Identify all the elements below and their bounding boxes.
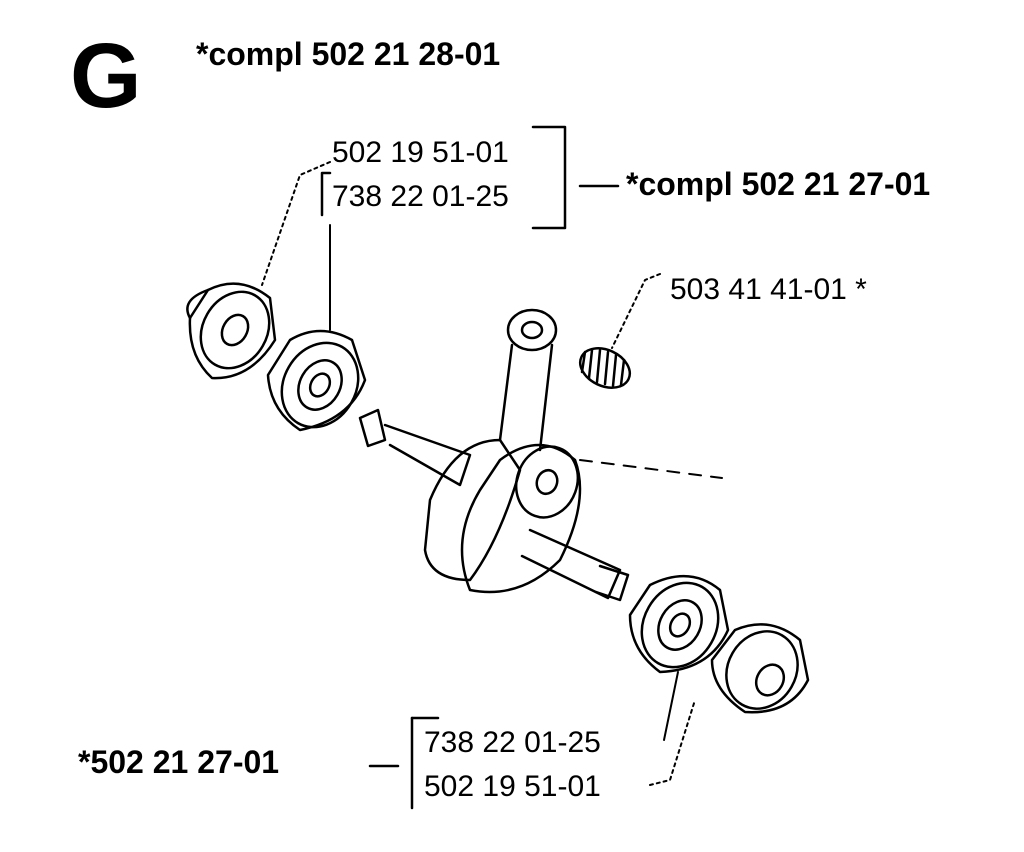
section-letter: G — [70, 25, 142, 127]
part-number-lower-bearing[interactable]: 738 22 01-25 — [424, 726, 601, 759]
leader-lines — [261, 161, 723, 786]
part-number-upper-bearing[interactable]: 738 22 01-25 — [332, 180, 509, 213]
assembly-label-upper: *compl 502 21 27-01 — [626, 166, 931, 202]
part-number-needle-bearing[interactable]: 503 41 41-01 * — [670, 273, 867, 306]
upper-bracket — [320, 125, 620, 230]
needle-bearing-shape — [578, 347, 632, 389]
left-bearing — [266, 329, 367, 432]
lower-bracket — [368, 716, 440, 810]
left-seal — [186, 282, 277, 380]
right-seal — [710, 623, 810, 714]
part-number-lower-seal[interactable]: 502 19 51-01 — [424, 770, 601, 803]
right-bearing — [628, 574, 730, 674]
part-number-upper-seal[interactable]: 502 19 51-01 — [332, 136, 509, 169]
assembly-label-top: *compl 502 21 28-01 — [196, 36, 501, 72]
crankshaft-shape — [358, 308, 630, 602]
assembly-label-lower: *502 21 27-01 — [78, 744, 280, 780]
